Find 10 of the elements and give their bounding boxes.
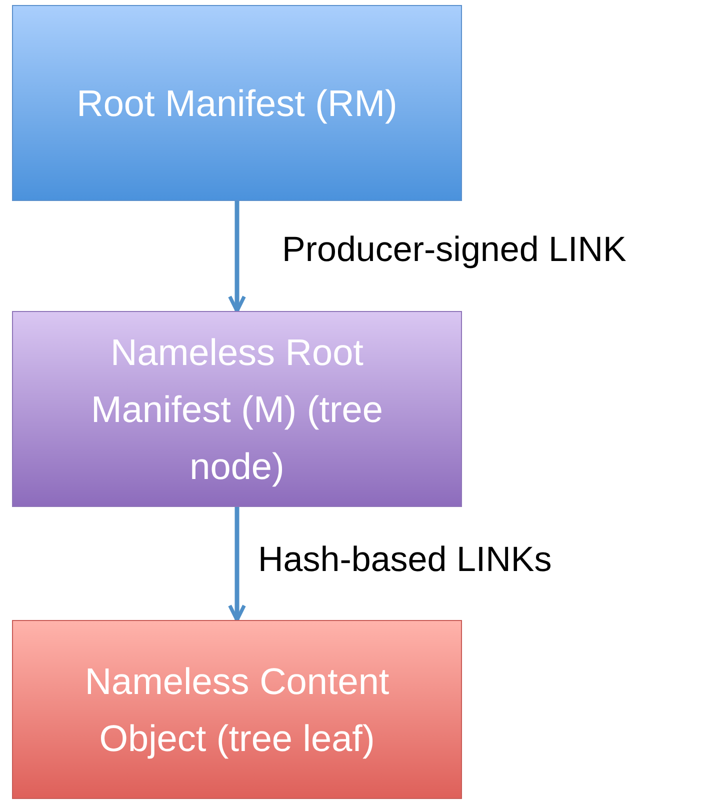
edge-label: Producer-signed LINK (282, 230, 626, 270)
box-label: Nameless Content Object (tree leaf) (84, 660, 390, 761)
arrow (228, 201, 246, 313)
process-box (12, 5, 462, 201)
edge-label: Hash-based LINKs (258, 540, 552, 580)
process-box (12, 620, 462, 799)
arrow (228, 507, 246, 622)
box-label: Root Manifest (RM) (76, 82, 398, 126)
box-label: Nameless Root Manifest (M) (tree node) (90, 330, 384, 489)
process-box (12, 311, 462, 507)
